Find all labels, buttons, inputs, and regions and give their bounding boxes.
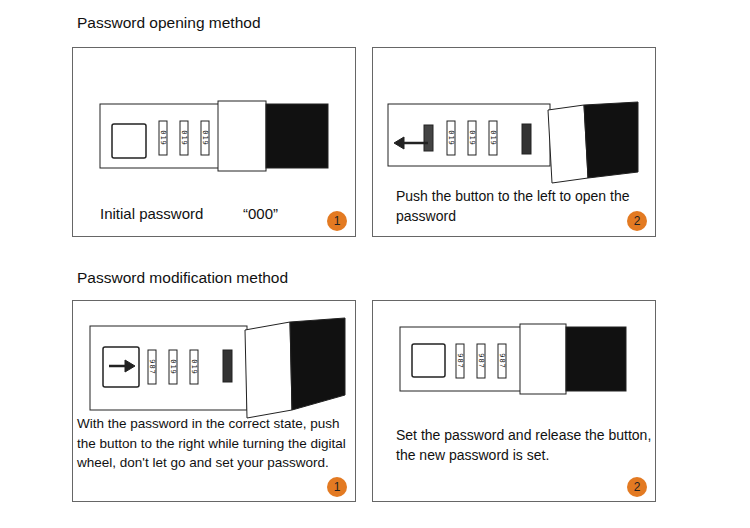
callout-number: 1 — [327, 477, 347, 497]
instruction-text: Initial password — [100, 204, 240, 224]
callout-text: 1 — [334, 214, 341, 228]
callout-text: 2 — [634, 214, 641, 228]
wheel-digits: 987 — [477, 353, 485, 369]
instruction-text: With the password in the correct state, … — [77, 414, 353, 473]
wheel-digits: 019 — [201, 130, 209, 146]
section-heading: Password opening method — [77, 14, 261, 32]
instruction-text: “000” — [243, 204, 313, 224]
wheel-digits: 019 — [468, 130, 476, 146]
wheel-digits: 987 — [148, 359, 156, 375]
instruction-text: Set the password and release the button,… — [396, 425, 652, 465]
wheel-digits: 019 — [159, 130, 167, 146]
wheel-digits: 019 — [180, 130, 188, 146]
instruction-panel: Push the button to the left to open the … — [372, 47, 656, 237]
wheel-digits: 019 — [169, 359, 177, 375]
instruction-panel: With the password in the correct state, … — [72, 300, 356, 502]
callout-number: 2 — [627, 477, 647, 497]
callout-number: 1 — [327, 211, 347, 231]
wheel-digits: 019 — [489, 130, 497, 146]
wheel-digits: 019 — [447, 130, 455, 146]
wheel-digits: 987 — [498, 353, 506, 369]
wheel-digits: 987 — [456, 353, 464, 369]
instruction-text: Push the button to the left to open the … — [396, 186, 636, 226]
instruction-panel: Set the password and release the button,… — [372, 300, 656, 502]
instruction-panel: Initial password“000” 1 — [72, 47, 356, 237]
callout-text: 1 — [334, 480, 341, 494]
wheel-digits: 019 — [190, 359, 198, 375]
callout-text: 2 — [634, 480, 641, 494]
callout-number: 2 — [627, 211, 647, 231]
section-heading: Password modification method — [77, 269, 288, 287]
